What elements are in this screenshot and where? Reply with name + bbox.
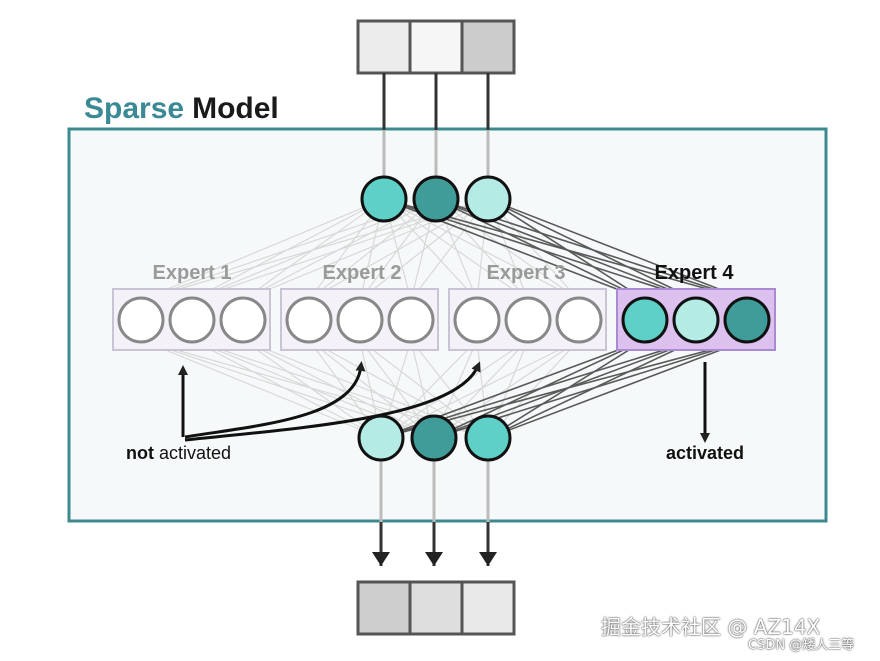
connection-line [383, 198, 529, 301]
output-node [410, 414, 458, 462]
connection-line [359, 339, 489, 439]
activated-label: activated [666, 443, 744, 463]
expert-2: Expert 2 [280, 262, 439, 351]
expert-4-label: Expert 4 [655, 262, 735, 284]
connection-line [242, 198, 385, 301]
connection-line [435, 198, 580, 301]
connection-line [242, 339, 382, 439]
expert-3: Expert 3 [448, 262, 607, 351]
input-node [464, 175, 512, 223]
connection-line [487, 198, 748, 301]
expert-3-label: Expert 3 [487, 262, 566, 284]
connection-line [487, 339, 748, 439]
input-layer-nodes [360, 175, 512, 223]
connection-line [383, 198, 580, 301]
expert-4: Expert 4 [616, 262, 776, 351]
title-sparse: Sparse [84, 92, 184, 125]
input-node [412, 175, 460, 223]
output-arrows [372, 460, 497, 566]
connection-line [140, 198, 385, 301]
connection-line [191, 198, 385, 301]
input-node [360, 175, 408, 223]
output-node [464, 414, 512, 462]
connection-line [433, 339, 580, 439]
output-layer-nodes [357, 414, 512, 462]
connection-line [242, 339, 435, 439]
expert-1-label: Expert 1 [153, 262, 232, 284]
connection-line [380, 339, 580, 439]
output-vector [356, 580, 516, 636]
expert-1: Expert 1 [112, 262, 271, 351]
watermark-line1: 掘金技术社区 @ AZ14X [601, 615, 821, 639]
input-lines [382, 73, 490, 178]
input-vector [356, 19, 516, 75]
not-activated-arrows [178, 361, 481, 442]
expert-2-label: Expert 2 [323, 262, 402, 284]
output-node [357, 414, 405, 462]
watermark-line2: CSDN @矮人三等 [748, 638, 855, 653]
title-model: Model [192, 92, 279, 125]
connection-line [242, 198, 437, 301]
